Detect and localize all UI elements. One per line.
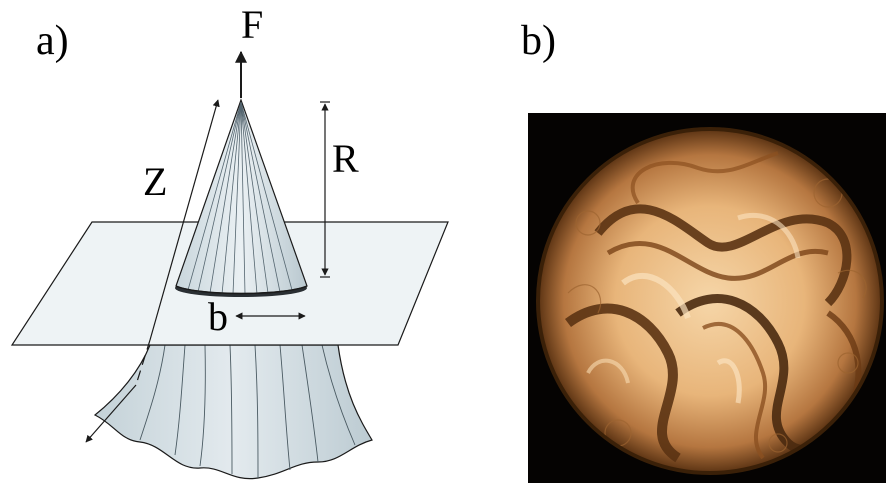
slant-length-arrow-lower (85, 384, 137, 443)
radius-dimension (320, 101, 330, 278)
panel-b-label: b) (521, 18, 556, 64)
panel-a-label: a) (36, 18, 69, 64)
upper-cone (175, 98, 308, 295)
length-label: Z (143, 159, 168, 204)
slant-length-arrow-upper (149, 99, 220, 341)
slant-length-arrow-dashed (135, 339, 151, 386)
radius-label: R (332, 136, 359, 181)
force-label: F (241, 2, 264, 47)
cone-skirt (93, 344, 373, 480)
crumpled-sheet-photo (528, 113, 886, 483)
base-label: b (208, 294, 228, 339)
cone-diagram (10, 50, 449, 480)
